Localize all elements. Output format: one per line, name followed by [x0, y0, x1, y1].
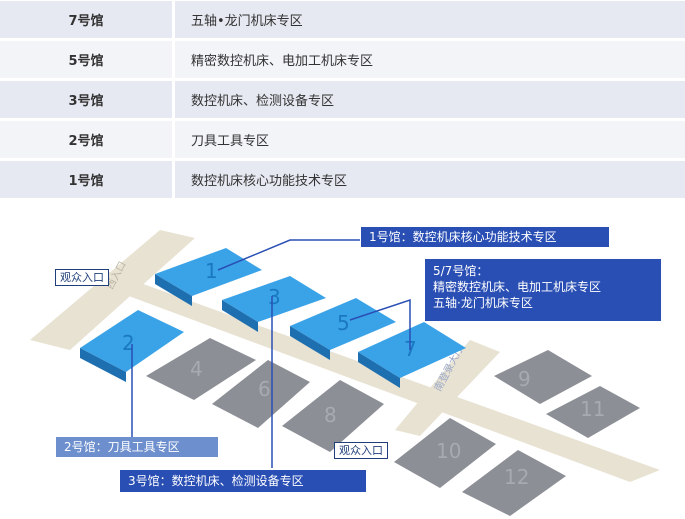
west-road — [30, 230, 195, 350]
hall-number: 9 — [518, 367, 531, 391]
hall-1 — [155, 248, 262, 296]
main-avenue — [80, 272, 660, 482]
hall-zone-table: 7号馆 五轴•龙门机床专区 5号馆 精密数控机床、电加工机床专区 3号馆 数控机… — [0, 0, 685, 201]
callout-text: 2号馆：刀具工具专区 — [64, 440, 180, 454]
hall-5 — [290, 298, 396, 350]
hall-number-cell: 3号馆 — [0, 81, 175, 118]
hall-2-side — [80, 348, 126, 382]
hall-number: 11 — [580, 397, 605, 421]
hall-12 — [462, 450, 566, 516]
zone-cell: 精密数控机床、电加工机床专区 — [175, 41, 685, 78]
gray-halls: 4 6 8 9 11 10 12 — [146, 338, 640, 516]
hall-2 — [80, 310, 184, 372]
callout-line: 精密数控机床、电加工机床专区 — [433, 280, 602, 294]
hall-3-side — [222, 300, 258, 332]
hall-4 — [146, 338, 256, 400]
hall-9 — [494, 350, 592, 404]
south-road — [395, 340, 500, 436]
hall-number: 5 — [337, 311, 350, 335]
blue-halls: 1 3 5 7 2 — [80, 248, 466, 388]
leader-hall1 — [217, 239, 360, 271]
hall-number-cell: 1号馆 — [0, 161, 175, 198]
callout-line: 五轴·龙门机床专区 — [433, 296, 533, 310]
hall-number: 4 — [190, 357, 203, 381]
hall-number: 2 — [122, 331, 135, 355]
table-row: 2号馆 刀具工具专区 — [0, 121, 685, 158]
hall-1-side — [155, 274, 192, 306]
hall-5-side — [290, 326, 330, 360]
callout-hall2: 2号馆：刀具工具专区 — [56, 437, 218, 457]
callout-leaders — [131, 239, 411, 468]
hall-7-side — [358, 352, 400, 388]
callout-text: 3号馆：数控机床、检测设备专区 — [128, 474, 304, 488]
hall-11 — [546, 386, 640, 438]
callout-title: 5/7号馆： — [433, 264, 489, 278]
hall-number-cell: 2号馆 — [0, 121, 175, 158]
hall-8 — [282, 380, 384, 452]
entrance-label-west: 观众入口 — [55, 269, 109, 286]
zone-cell: 数控机床核心功能技术专区 — [175, 161, 685, 198]
entrance-label-south: 观众入口 — [334, 442, 388, 459]
hall-10 — [394, 418, 496, 488]
callout-hall1: 1号馆：数控机床核心功能技术专区 — [361, 227, 609, 247]
callout-text: 1号馆：数控机床核心功能技术专区 — [369, 230, 557, 244]
hall-6 — [212, 360, 310, 428]
table-row: 3号馆 数控机床、检测设备专区 — [0, 81, 685, 118]
hall-number: 8 — [324, 403, 337, 427]
zone-cell: 数控机床、检测设备专区 — [175, 81, 685, 118]
hall-number: 3 — [268, 285, 281, 309]
zone-cell: 五轴•龙门机床专区 — [175, 1, 685, 38]
hall-number: 1 — [205, 259, 218, 283]
exhibition-map: 西入口 南登录大厅 1 3 5 7 2 4 6 8 9 11 10 12 — [30, 230, 660, 516]
hall-number: 12 — [504, 465, 529, 489]
leader-hall57 — [349, 298, 411, 350]
hall-number: 10 — [436, 439, 461, 463]
table-row: 1号馆 数控机床核心功能技术专区 — [0, 161, 685, 198]
hall-7 — [358, 322, 466, 378]
hall-3 — [222, 276, 326, 322]
hall-number-cell: 7号馆 — [0, 1, 175, 38]
hall-number: 6 — [258, 377, 271, 401]
callout-hall3: 3号馆：数控机床、检测设备专区 — [120, 470, 366, 492]
table-row: 5号馆 精密数控机床、电加工机床专区 — [0, 41, 685, 78]
table-row: 7号馆 五轴•龙门机床专区 — [0, 1, 685, 38]
callout-hall57: 5/7号馆： 精密数控机床、电加工机床专区 五轴·龙门机床专区 — [425, 259, 661, 321]
hall-number-cell: 5号馆 — [0, 41, 175, 78]
zone-cell: 刀具工具专区 — [175, 121, 685, 158]
